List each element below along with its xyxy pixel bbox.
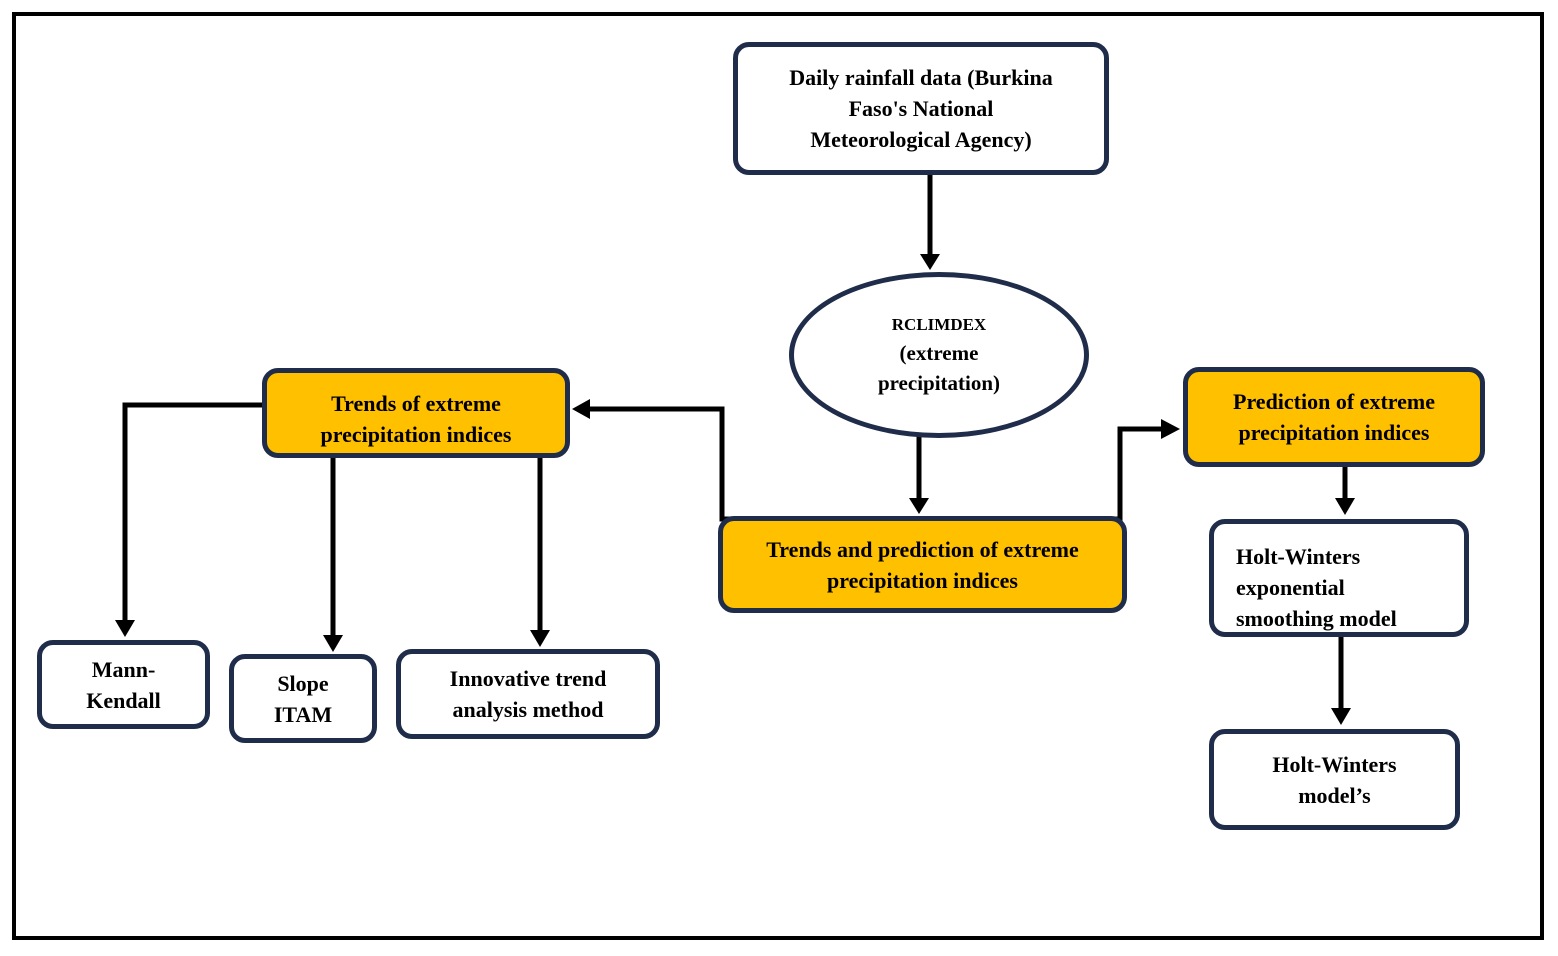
arrow-center-to-prediction xyxy=(1105,426,1163,522)
holt-winters-model-label: Holt-Winters model’s xyxy=(1272,751,1397,808)
innovative-trend-label: Innovative trend analysis method xyxy=(449,666,607,722)
trends-label: Trends of extreme precipitation indices xyxy=(320,391,512,447)
trends-box: Trends of extreme precipitation indices xyxy=(262,368,570,458)
prediction-box: Prediction of extreme precipitation indi… xyxy=(1183,367,1485,467)
arrow-trends-to-mann-kendall xyxy=(122,402,265,622)
trends-and-prediction-label: Trends and prediction of extreme precipi… xyxy=(766,536,1079,593)
trends-and-prediction-box: Trends and prediction of extreme precipi… xyxy=(718,516,1127,613)
rclimdex-title: RCLIMDEX xyxy=(891,315,987,334)
prediction-label: Prediction of extreme precipitation indi… xyxy=(1233,389,1435,445)
arrow-center-to-trends xyxy=(588,406,765,522)
arrow-trends-to-innovative xyxy=(460,452,543,632)
diagram-frame xyxy=(12,12,1544,940)
rclimdex-ellipse: RCLIMDEX (extreme precipitation) xyxy=(789,272,1089,438)
slope-itam-box: Slope ITAM xyxy=(229,654,377,743)
holt-winters-smoothing-box: Holt-Winters exponential smoothing model xyxy=(1209,519,1469,637)
holt-winters-smoothing-label: Holt-Winters exponential smoothing model xyxy=(1236,544,1397,631)
mann-kendall-box: Mann- Kendall xyxy=(37,640,210,729)
arrow-prediction-to-smoothing xyxy=(1306,461,1348,500)
data-source-box: Daily rainfall data (Burkina Faso's Nati… xyxy=(733,42,1109,175)
arrow-smoothing-to-model xyxy=(1308,630,1344,710)
rclimdex-subtitle: (extreme precipitation) xyxy=(877,341,1001,395)
innovative-trend-box: Innovative trend analysis method xyxy=(396,649,660,739)
slope-itam-label: Slope ITAM xyxy=(273,670,333,727)
data-source-label: Daily rainfall data (Burkina Faso's Nati… xyxy=(789,65,1053,152)
arrow-source-to-rclimdex xyxy=(878,168,933,256)
mann-kendall-label: Mann- Kendall xyxy=(86,656,161,713)
holt-winters-model-box: Holt-Winters model’s xyxy=(1209,729,1460,830)
